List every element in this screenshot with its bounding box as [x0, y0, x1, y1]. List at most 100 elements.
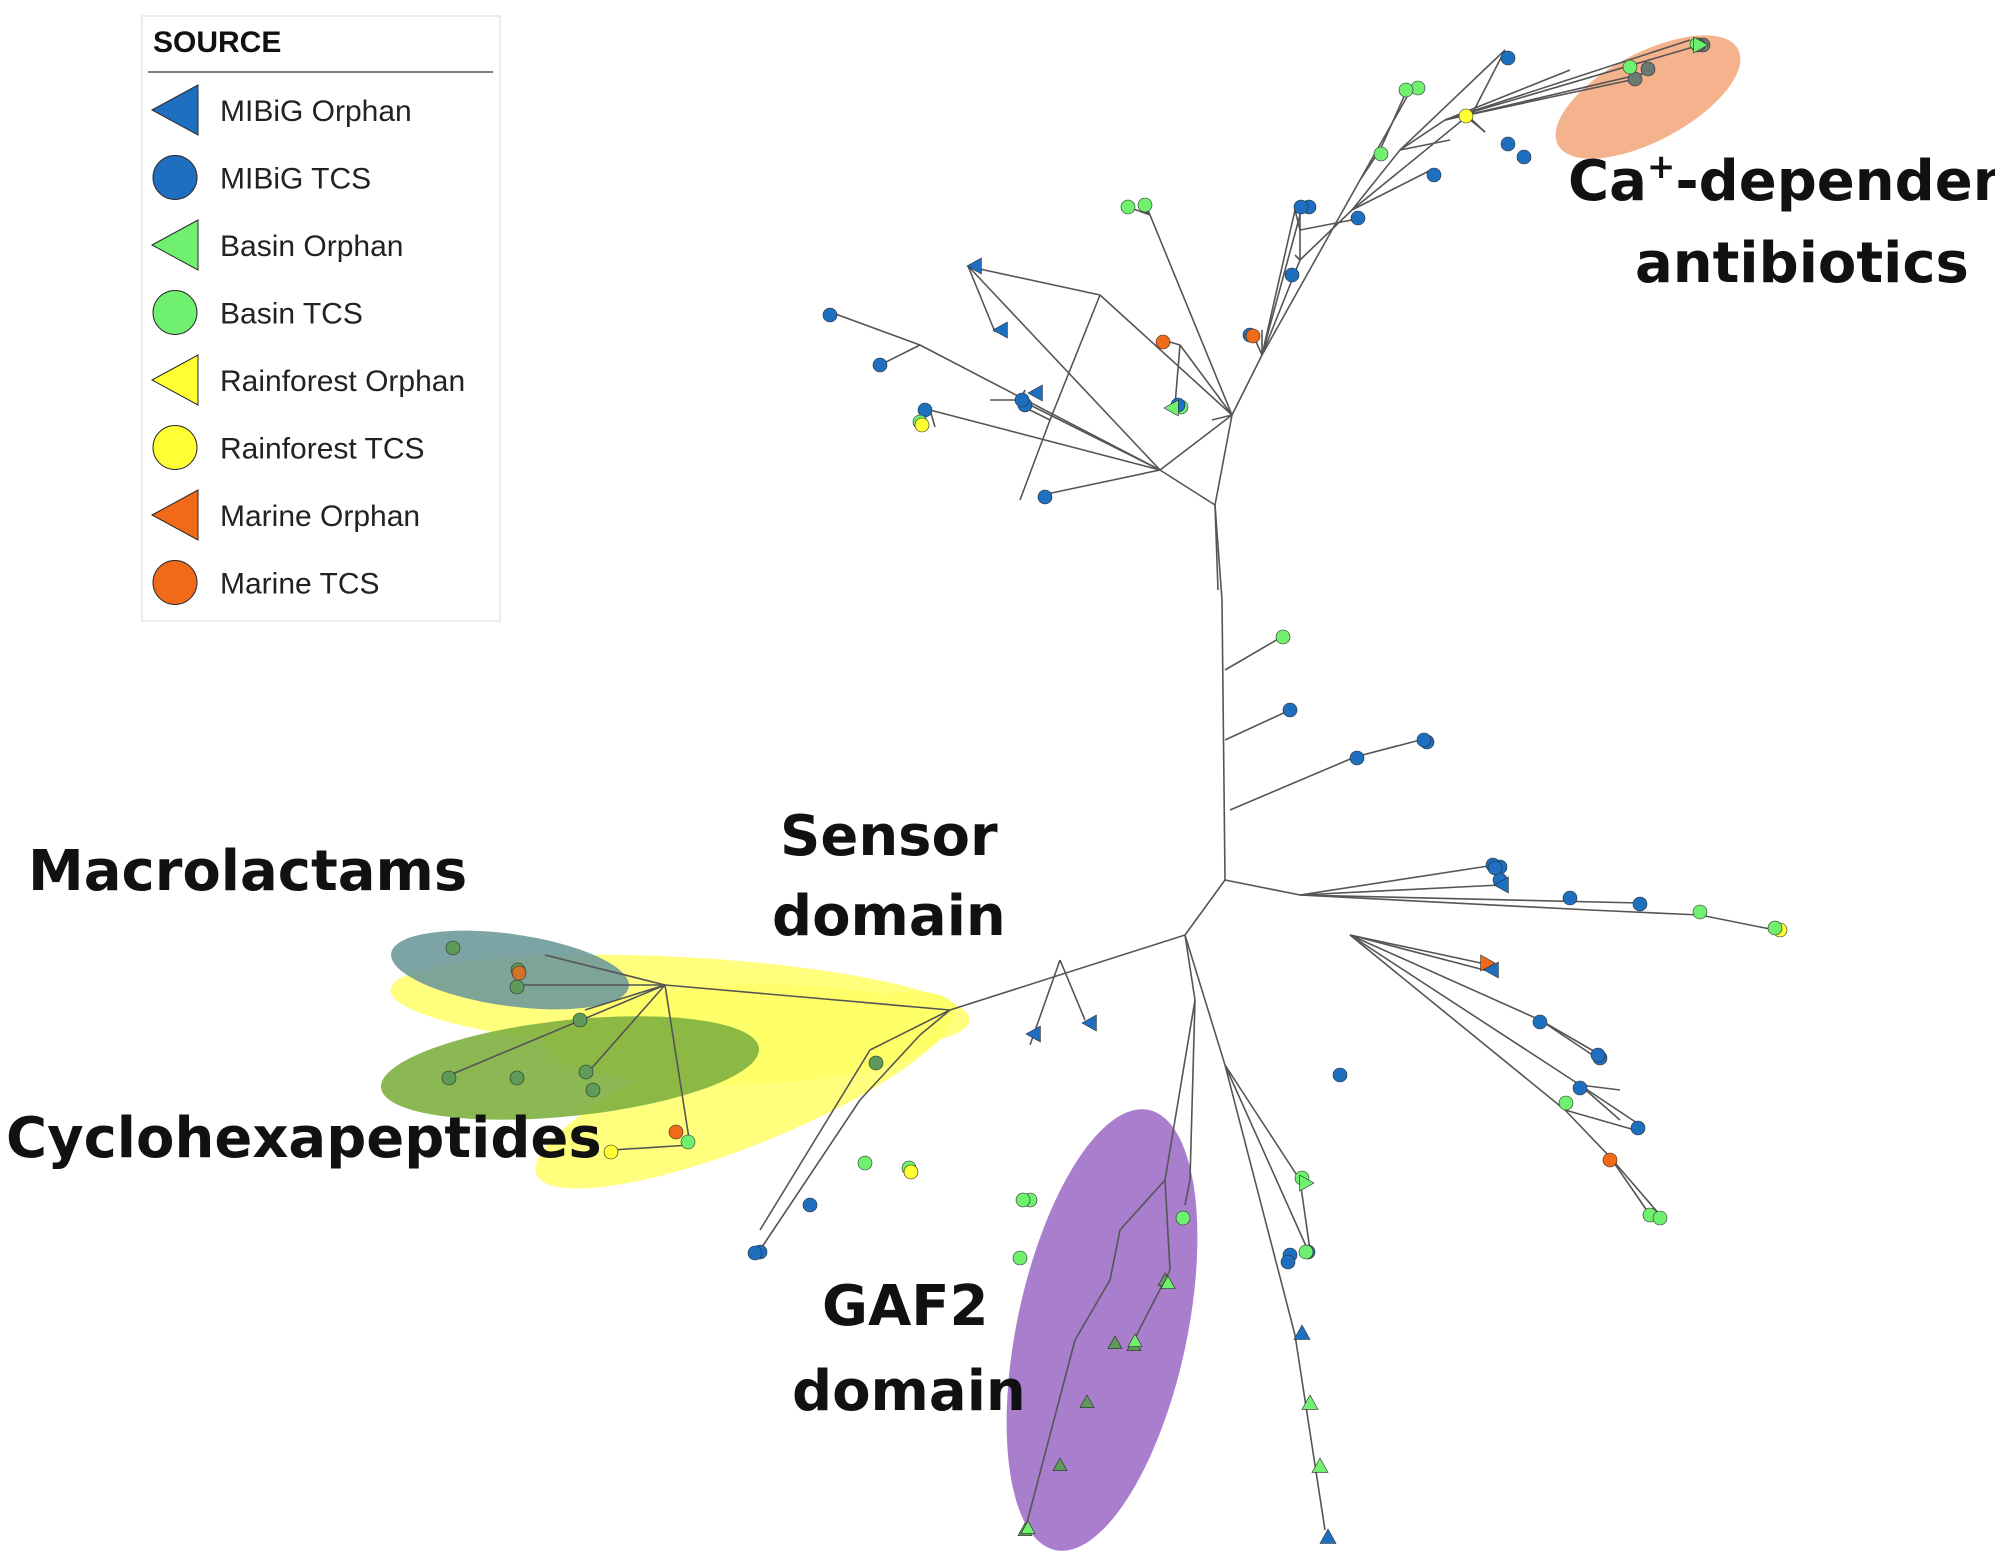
legend-marker-circle — [152, 155, 198, 200]
tree-branch — [1024, 1339, 1076, 1531]
tree-leaf-tcs — [1332, 1067, 1348, 1083]
tree-branch — [1211, 414, 1233, 421]
tree-branch — [1224, 709, 1291, 741]
legend-marker-triangle — [150, 84, 199, 136]
tree-branch — [611, 1144, 691, 1151]
tree-leaf-tcs — [822, 307, 838, 323]
tree-leaf-tcs — [1137, 197, 1153, 213]
tree-branch — [929, 409, 1161, 471]
tree-leaf-tcs — [1692, 904, 1708, 920]
tree-branch — [1444, 44, 1701, 121]
tree-leaf-tcs — [1416, 732, 1432, 748]
tree-leaf-tcs — [1516, 149, 1532, 165]
tree-leaf-orphan — [1480, 954, 1496, 972]
label-gaf2-line1: GAF2 — [822, 1274, 989, 1339]
tree-branch — [1159, 414, 1233, 471]
tree-branch — [1299, 864, 1496, 896]
tree-leaf-tcs — [1767, 920, 1783, 936]
tree-branch — [1469, 49, 1506, 119]
label-cyclohexapeptides: Cyclohexapeptides — [6, 1106, 602, 1171]
tree-branch — [1564, 1109, 1611, 1158]
tree-branch — [1609, 1156, 1651, 1216]
tree-leaf-orphan — [1311, 1457, 1329, 1473]
tree-branch — [1164, 999, 1196, 1181]
tree-leaf-tcs — [1284, 267, 1300, 283]
tree-branch — [544, 954, 666, 986]
tree-branch — [1299, 884, 1501, 896]
tree-branch — [1299, 894, 1641, 904]
tree-branch — [449, 984, 666, 1076]
tree-branch — [759, 1049, 871, 1231]
tree-branch — [1119, 1179, 1166, 1231]
tree-leaf-tcs — [1410, 80, 1426, 96]
tree-branch — [1221, 599, 1226, 881]
tree-branch — [1214, 414, 1233, 506]
tree-branch — [879, 344, 921, 366]
legend-marker-triangle — [150, 489, 199, 541]
tree-leaf-tcs — [1558, 1095, 1574, 1111]
legend-label: Basin Orphan — [220, 230, 403, 263]
legend-marker-circle — [152, 560, 198, 605]
tree-branch — [1184, 1179, 1191, 1206]
legend-label: Rainforest Orphan — [220, 365, 465, 398]
tree-leaf-orphan — [1127, 1333, 1143, 1347]
tree-leaf-tcs — [1282, 702, 1298, 718]
tree-leaf-tcs — [441, 1070, 457, 1086]
tree-leaf-tcs — [603, 1144, 619, 1160]
highlight-ca-dependent — [1555, 35, 1741, 159]
tree-leaf-tcs — [1640, 61, 1656, 77]
tree-leaf-tcs — [802, 1197, 818, 1213]
highlight-gaf2 — [1006, 1109, 1198, 1551]
tree-leaf-tcs — [1487, 860, 1503, 876]
tree-branch — [1099, 294, 1233, 416]
tree-branch — [1351, 149, 1401, 211]
legend-item: Basin Orphan — [150, 219, 403, 271]
legend-label: Marine Orphan — [220, 500, 420, 533]
tree-leaf-tcs — [1015, 1192, 1031, 1208]
tree-branch — [1059, 959, 1086, 1021]
tree-branch — [1224, 1064, 1301, 1181]
tree-leaf-tcs — [668, 1124, 684, 1140]
tree-leaf-tcs — [680, 1134, 696, 1150]
highlight-cyclohexapeptides — [380, 1016, 760, 1120]
tree-leaf-orphan — [1483, 961, 1499, 979]
tree-branch — [1184, 934, 1226, 1066]
tree-leaf-orphan — [966, 257, 982, 275]
tree-leaf-tcs — [1622, 59, 1638, 75]
tree-leaf-tcs — [509, 979, 525, 995]
tree-leaf-orphan — [1027, 384, 1043, 402]
legend-marker-triangle — [150, 354, 199, 406]
tree-leaf-tcs — [572, 1012, 588, 1028]
tree-branch — [1179, 344, 1233, 416]
label-gaf2-line2: domain — [792, 1359, 1026, 1424]
tree-leaf-tcs — [1175, 1210, 1191, 1226]
tree-leaf-tcs — [1350, 210, 1366, 226]
tree-branch — [1351, 169, 1432, 211]
tree-branch — [1224, 1064, 1311, 1256]
label-sensor-line2: domain — [772, 884, 1006, 949]
tree-leaf-tcs — [509, 1070, 525, 1086]
tree-branch — [1184, 934, 1196, 1001]
tree-branch — [1444, 77, 1641, 121]
clade-labels: Ca+-dependent antibiotics Sensor domain … — [6, 147, 1995, 1424]
tree-branch — [1299, 209, 1353, 261]
tree-leaf-tcs — [1280, 1254, 1296, 1270]
tree-branch — [1349, 934, 1493, 973]
legend-label: MIBiG TCS — [220, 163, 371, 196]
tree-leaf-tcs — [445, 940, 461, 956]
tree-branch — [584, 984, 666, 1011]
legend-box — [141, 15, 501, 622]
tree-leaf-tcs — [1532, 1014, 1548, 1030]
legend-item: Basin TCS — [152, 290, 363, 335]
tree-leaf-tcs — [1012, 1250, 1028, 1266]
tree-branch — [1349, 934, 1581, 1086]
tree-branch — [1349, 934, 1491, 966]
tree-leaf-tcs — [1500, 50, 1516, 66]
legend-item: Marine TCS — [152, 560, 380, 605]
tree-leaf-orphan — [1163, 399, 1179, 417]
tree-leaf-tcs — [1572, 1080, 1588, 1096]
tree-branch — [1399, 49, 1506, 151]
tree-leaf-orphan — [1025, 1025, 1041, 1043]
tree-branch — [967, 265, 996, 333]
tree-leaf-tcs — [1120, 199, 1136, 215]
